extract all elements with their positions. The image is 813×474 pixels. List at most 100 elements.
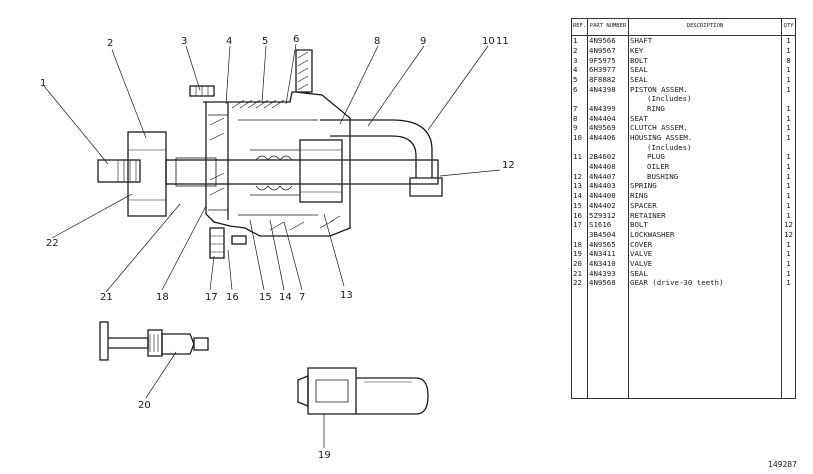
shaft-and-gear (97, 131, 439, 217)
cell-part: 4N4407 (587, 171, 629, 182)
cell-desc: BOLT (628, 55, 782, 66)
cell-desc: COVER (628, 239, 782, 250)
cell-qty: 1 (781, 123, 796, 133)
cell-ref: 12 (571, 171, 588, 182)
cell-qty (781, 142, 796, 153)
cell-ref: 15 (571, 200, 588, 211)
cell-desc: (Includes) (628, 94, 782, 104)
cell-desc: BUSHING (628, 171, 782, 182)
cell-qty: 1 (781, 113, 796, 124)
cell-part: 5Z9312 (587, 210, 629, 221)
cell-part (587, 142, 629, 153)
callout-labels: 1 2 3 4 5 6 8 9 10 11 12 13 7 14 15 16 1… (40, 34, 515, 461)
exploded-view-drawing: 1 2 3 4 5 6 8 9 10 11 12 13 7 14 15 16 1… (40, 34, 515, 461)
cell-ref: 1 (571, 35, 588, 46)
callout-5: 5 (262, 36, 268, 47)
cell-part: S1616 (587, 220, 629, 230)
cell-qty: 1 (781, 239, 796, 250)
callout-19: 19 (318, 450, 331, 461)
cell-ref (571, 229, 588, 240)
cell-ref: 8 (571, 113, 588, 124)
cell-part: 4N4399 (587, 103, 629, 114)
blank-cell (781, 287, 796, 399)
cell-part: 4N9569 (587, 123, 629, 133)
cell-part: 4N9567 (587, 45, 629, 56)
cell-desc: VALVE (628, 249, 782, 259)
cell-desc: SPACER (628, 200, 782, 211)
cell-desc: RING (628, 103, 782, 114)
cell-part: 4N4408 (587, 161, 629, 172)
cell-part: 8F8882 (587, 74, 629, 85)
cell-ref: 18 (571, 239, 588, 250)
callout-22: 22 (46, 238, 59, 249)
callout-8: 8 (374, 36, 380, 47)
callout-13: 13 (340, 290, 353, 301)
cell-desc: SEAL (628, 268, 782, 279)
cell-ref: 4 (571, 65, 588, 75)
blank-cell (587, 287, 629, 399)
cell-qty (781, 94, 796, 104)
cell-ref: 10 (571, 132, 588, 143)
cell-ref: 13 (571, 181, 588, 191)
cell-qty: 1 (781, 258, 796, 269)
cell-ref: 14 (571, 191, 588, 201)
cell-ref: 20 (571, 258, 588, 269)
cell-desc: BOLT (628, 220, 782, 230)
cell-desc: GEAR (drive-30 teeth) (628, 278, 782, 288)
blank-cell (628, 287, 782, 399)
cell-desc: SEAL (628, 74, 782, 85)
cell-ref (571, 142, 588, 153)
callout-11: 11 (496, 36, 509, 47)
callout-1: 1 (40, 78, 46, 89)
cell-part: 4N9565 (587, 239, 629, 250)
cell-qty: 1 (781, 84, 796, 95)
callout-21: 21 (100, 292, 113, 303)
cell-desc: SHAFT (628, 35, 782, 46)
cell-qty: 8 (781, 55, 796, 66)
callout-15: 15 (259, 292, 272, 303)
cell-qty: 1 (781, 181, 796, 191)
cell-ref: 16 (571, 210, 588, 221)
callout-14: 14 (279, 292, 292, 303)
cell-qty: 1 (781, 210, 796, 221)
parts-list-table: REF. NO. PART NUMBER DESCRIPTION QTY 14N… (571, 18, 796, 399)
callout-7: 7 (299, 292, 305, 303)
callout-10: 10 (482, 36, 495, 47)
table-blank-area (571, 287, 796, 399)
cell-desc: OILER (628, 161, 782, 172)
cell-desc: VALVE (628, 258, 782, 269)
table-row: (Includes) (571, 94, 796, 104)
cell-qty: 1 (781, 152, 796, 162)
cell-qty: 1 (781, 65, 796, 75)
cell-qty: 1 (781, 171, 796, 182)
cell-part: 4N9566 (587, 35, 629, 46)
bolt-top (189, 85, 215, 97)
cell-part: 6H3977 (587, 65, 629, 75)
cell-part: 4N3410 (587, 258, 629, 269)
cell-ref: 9 (571, 123, 588, 133)
cell-desc: HOUSING ASSEM. (628, 132, 782, 143)
callout-17: 17 (205, 292, 218, 303)
callout-18: 18 (156, 292, 169, 303)
cell-qty: 1 (781, 278, 796, 288)
cell-ref: 17 (571, 220, 588, 230)
cell-qty: 1 (781, 161, 796, 172)
cell-ref: 21 (571, 268, 588, 279)
cell-ref: 3 (571, 55, 588, 66)
blank-cell (571, 287, 588, 399)
